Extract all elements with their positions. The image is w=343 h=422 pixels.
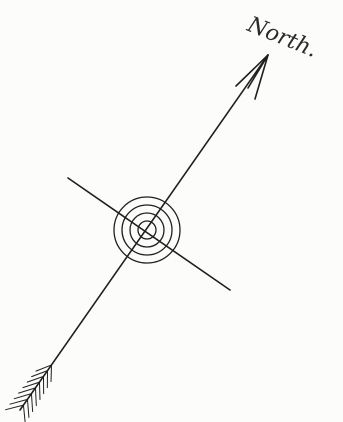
feather-barb: [39, 382, 40, 399]
